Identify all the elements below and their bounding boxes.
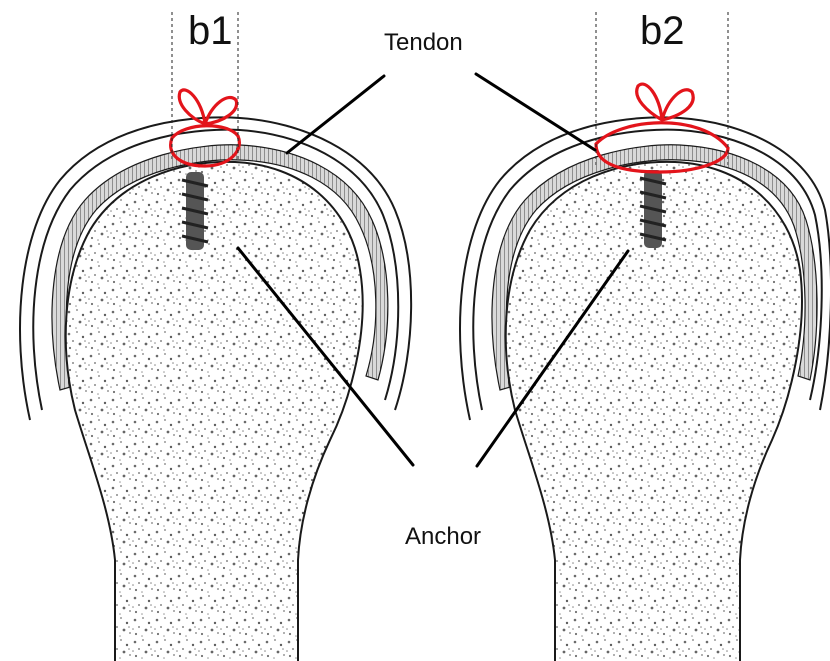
panel-label-b1: b1 xyxy=(188,9,233,53)
panel-b2: b2 xyxy=(460,9,830,661)
panel-b1: b1 xyxy=(20,9,411,661)
humerus-b1 xyxy=(66,162,363,661)
tendon-leader-right xyxy=(476,74,595,150)
tendon-label: Tendon xyxy=(384,29,463,56)
anchor-label: Anchor xyxy=(405,523,481,550)
suture-knot-b2 xyxy=(637,84,693,120)
tendon-leader-left xyxy=(287,76,384,153)
panel-label-b2: b2 xyxy=(640,9,685,53)
